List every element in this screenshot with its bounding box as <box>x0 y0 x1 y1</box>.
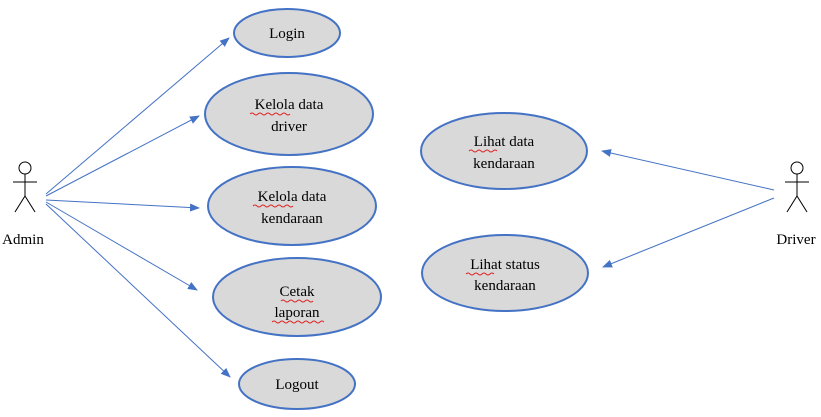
spellcheck-underline <box>468 149 498 153</box>
stick-figure-icon <box>13 161 37 213</box>
spellcheck-underline <box>280 299 314 303</box>
use-case-label-line1: Kelola data <box>255 97 324 113</box>
assoc-driver-lihat-kendaraan <box>601 149 775 191</box>
assoc-admin-cetak-laporan <box>45 201 198 291</box>
actor-driver: Driver <box>776 161 816 248</box>
use-case-lihat-status: Lihat status kendaraan <box>421 234 589 312</box>
spellcheck-underline <box>249 112 291 116</box>
use-case-label-line1: Kelola data <box>258 189 327 205</box>
use-case-label-line2: kendaraan <box>474 278 536 294</box>
assoc-admin-login <box>45 37 230 195</box>
use-case-label-line2: driver <box>271 119 307 135</box>
use-case-lihat-kendaraan: Lihat data kendaraan <box>420 112 588 190</box>
use-case-label-line2: laporan <box>275 305 320 321</box>
stick-figure-icon <box>785 161 809 213</box>
use-case-label: Logout <box>275 377 319 393</box>
actor-label: Driver <box>776 232 815 248</box>
admin-associations <box>45 37 231 378</box>
use-case-logout: Logout <box>238 358 356 410</box>
assoc-admin-kelola-driver <box>45 115 200 197</box>
actor-admin: Admin <box>2 161 44 248</box>
spellcheck-underline <box>252 204 294 208</box>
use-case-label-line1: Lihat data <box>474 134 535 150</box>
use-case-login: Login <box>233 8 341 58</box>
actor-label: Admin <box>2 232 44 248</box>
spellcheck-underline <box>271 320 325 324</box>
use-case-kelola-driver: Kelola data driver <box>204 72 374 156</box>
use-case-label-line2: kendaraan <box>473 156 535 172</box>
use-case-label-line2: kendaraan <box>261 211 323 227</box>
driver-associations <box>601 149 775 268</box>
use-case-kelola-kendaraan: Kelola data kendaraan <box>207 166 377 246</box>
use-case-label: Login <box>269 26 305 42</box>
use-case-label-line1: Cetak <box>280 284 315 300</box>
use-case-cetak-laporan: Cetak laporan <box>212 257 382 337</box>
use-case-label-line1: Lihat status <box>470 257 540 273</box>
spellcheck-underline <box>465 272 495 276</box>
assoc-driver-lihat-status <box>602 197 775 268</box>
assoc-admin-logout <box>45 203 231 378</box>
assoc-admin-kelola-kendaraan <box>45 199 200 212</box>
